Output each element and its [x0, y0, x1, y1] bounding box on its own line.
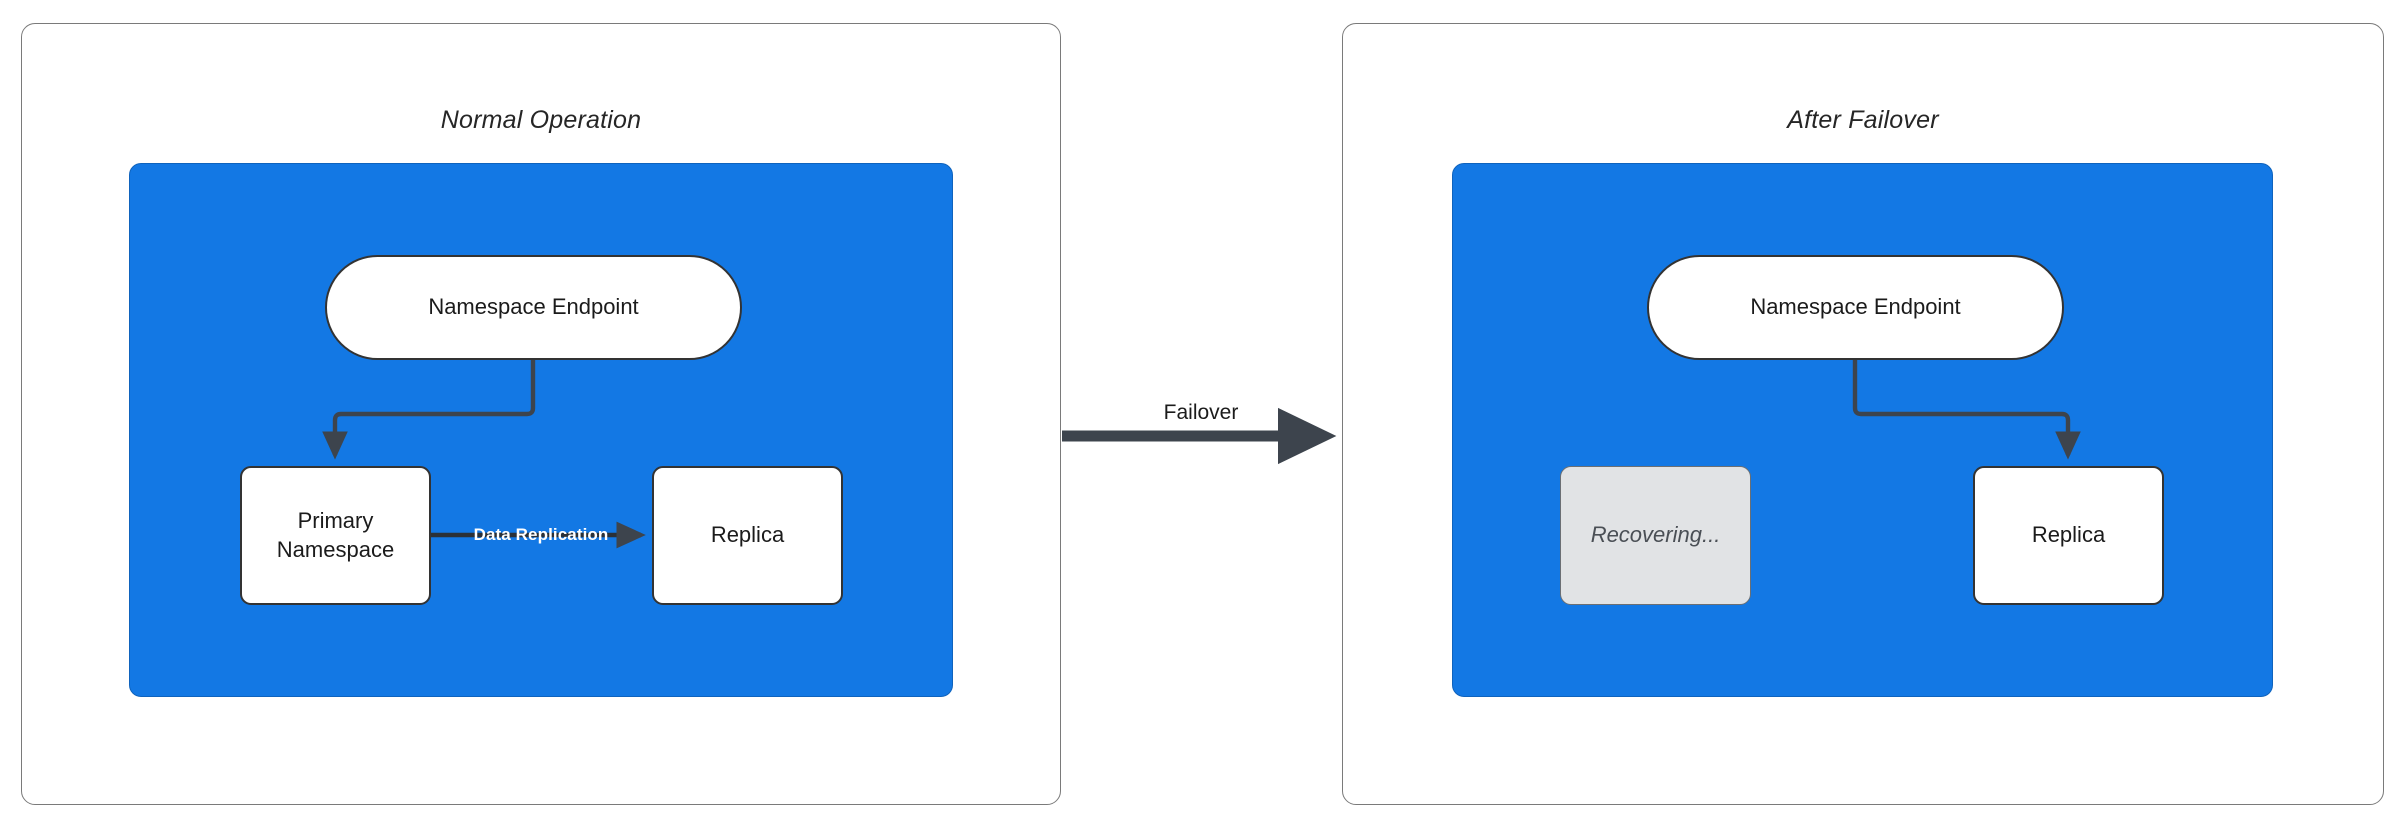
node-recovering[interactable]: Recovering...: [1560, 466, 1751, 605]
node-label: Replica: [710, 522, 785, 548]
region-primary-cluster: [129, 163, 953, 697]
panel-title-normal-operation: Normal Operation: [440, 106, 642, 134]
region-failover-cluster: [1452, 163, 2273, 697]
node-primary-namespace[interactable]: Primary Namespace: [240, 466, 431, 605]
node-label: Recovering...: [1590, 522, 1721, 548]
node-label-line1: Primary: [297, 508, 374, 534]
node-label: Primary Namespace: [277, 507, 394, 563]
node-label: Namespace Endpoint: [428, 294, 639, 320]
node-namespace-endpoint-left[interactable]: Namespace Endpoint: [325, 255, 742, 360]
node-label-line2: Namespace: [276, 536, 395, 562]
node-replica-left[interactable]: Replica: [652, 466, 843, 605]
edge-label-failover: Failover: [1163, 401, 1239, 424]
node-label: Replica: [2031, 522, 2106, 548]
node-replica-right[interactable]: Replica: [1973, 466, 2164, 605]
panel-title-after-failover: After Failover: [1787, 106, 1939, 134]
edge-label-data-replication: Data Replication: [473, 525, 609, 544]
node-namespace-endpoint-right[interactable]: Namespace Endpoint: [1647, 255, 2064, 360]
node-label: Namespace Endpoint: [1750, 294, 1961, 320]
